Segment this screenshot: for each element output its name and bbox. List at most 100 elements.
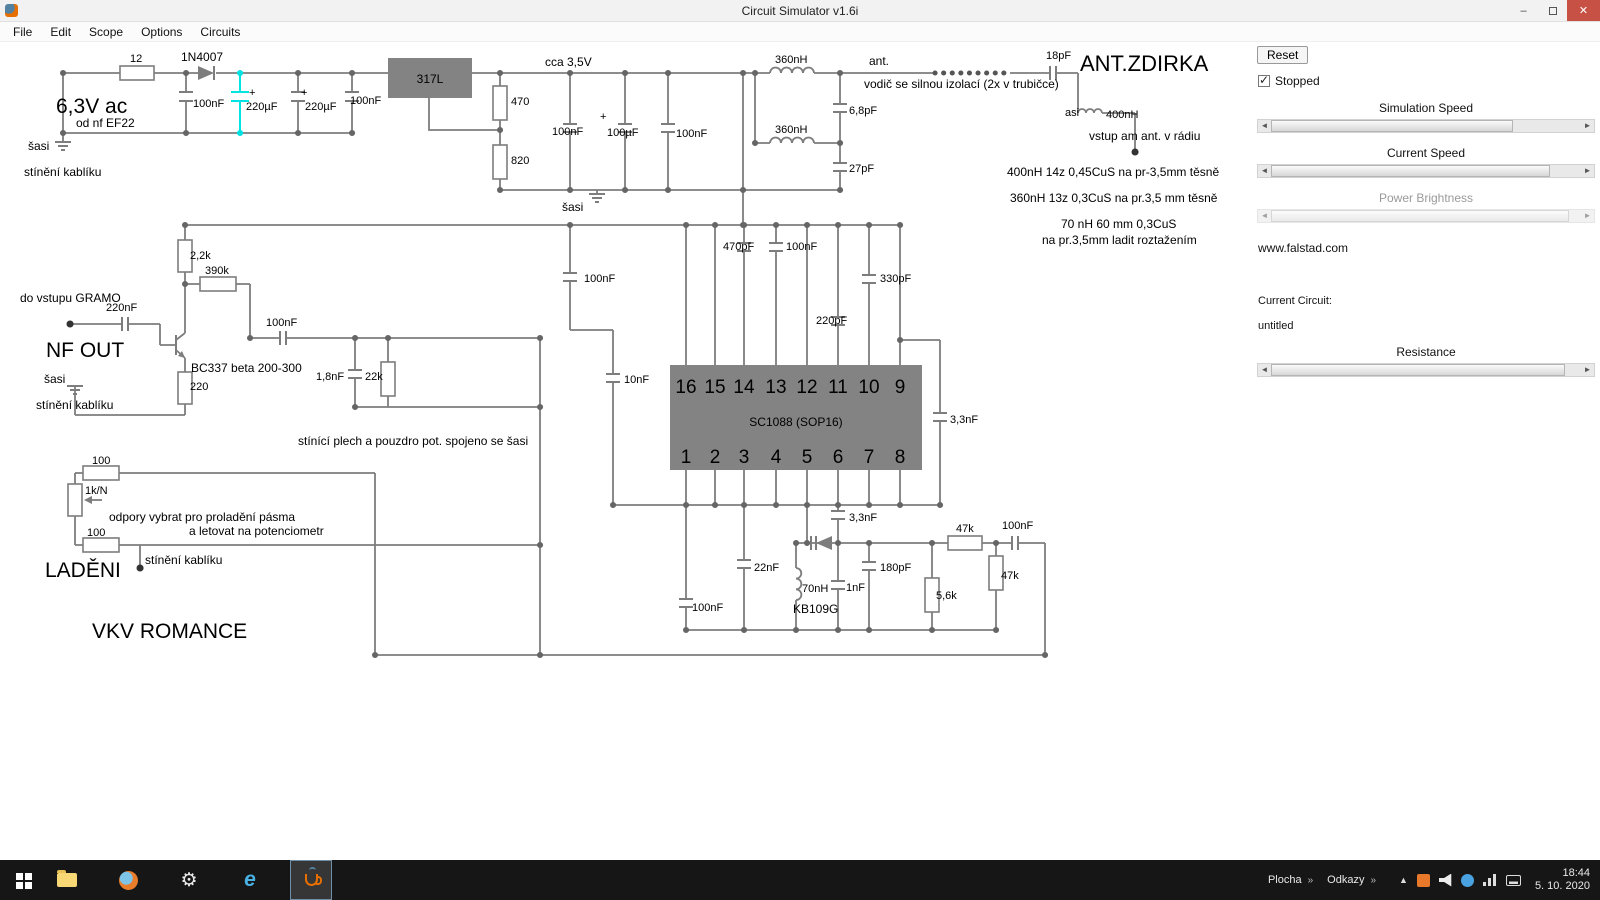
circuit-label: 360nH — [775, 124, 807, 136]
circuit-wires — [62, 72, 1136, 656]
ic-sc1088[interactable] — [670, 365, 922, 470]
slider-right-arrow-icon[interactable]: ► — [1583, 166, 1592, 175]
slider-left-arrow-icon[interactable]: ◄ — [1260, 365, 1269, 374]
circuit-label: 100nF — [676, 128, 707, 140]
inductor-400nH — [1077, 108, 1103, 114]
taskbar-clock[interactable]: 18:44 5. 10. 2020 — [1535, 867, 1590, 893]
circuit-label: 47k — [956, 523, 974, 535]
current-speed-slider[interactable]: ◄ ► — [1257, 164, 1595, 178]
windows-logo-icon — [15, 872, 23, 880]
resistance-slider[interactable]: ◄ ► — [1257, 363, 1595, 377]
circuit-label: 14 — [733, 377, 755, 398]
circuit-label: + — [600, 111, 606, 123]
java-app-taskbar-button[interactable] — [290, 860, 332, 900]
system-tray: ▲ — [1390, 873, 1521, 887]
circuit-label: 27pF — [849, 163, 874, 175]
circuit-label: 220µF — [246, 101, 278, 113]
circuit-label: 70nH — [802, 583, 828, 595]
circuit-label: 5 — [802, 447, 813, 468]
show-hidden-icon[interactable]: ▲ — [1399, 875, 1408, 885]
circuit-label: vodič se silnou izolací (2x v trubičce) — [864, 77, 1059, 91]
capacitor-plates — [121, 66, 1057, 608]
keyboard-icon[interactable] — [1505, 874, 1521, 886]
slider-right-arrow-icon[interactable]: ► — [1583, 365, 1592, 374]
inductor-360nH-bottom — [769, 136, 815, 144]
circuit-label: 22k — [365, 371, 383, 383]
circuit-label: 180pF — [880, 562, 911, 574]
circuit-label: 220µF — [305, 101, 337, 113]
circuit-label: 5,6k — [936, 590, 957, 602]
menu-item-file[interactable]: File — [13, 24, 33, 39]
slider-right-arrow-icon[interactable]: ► — [1583, 121, 1592, 130]
clock-date: 5. 10. 2020 — [1534, 880, 1590, 892]
circuit-label: 3 — [739, 447, 750, 468]
circuit-label: 100µF — [607, 127, 639, 139]
circuit-label: 6 — [833, 447, 844, 468]
menu-item-edit[interactable]: Edit — [50, 24, 72, 39]
circuit-label: 220 — [190, 381, 208, 393]
start-button[interactable] — [0, 860, 46, 900]
circuit-label: 12 — [796, 377, 817, 398]
circuit-label: 470 — [511, 96, 529, 108]
circuit-label: 100nF — [1002, 520, 1033, 532]
regulator-317L[interactable] — [388, 58, 472, 98]
toolbar-plocha[interactable]: Plocha » — [1268, 874, 1313, 886]
slider-left-arrow-icon[interactable]: ◄ — [1260, 166, 1269, 175]
circuit-label: 820 — [511, 155, 529, 167]
menu-item-circuits[interactable]: Circuits — [200, 24, 241, 39]
slider-thumb[interactable] — [1271, 364, 1566, 376]
simulation-speed-slider[interactable]: ◄ ► — [1257, 119, 1595, 133]
slider-left-arrow-icon: ◄ — [1260, 211, 1269, 220]
menu-item-scope[interactable]: Scope — [89, 24, 124, 39]
current-circuit-value: untitled — [1258, 320, 1294, 332]
circuit-label: 390k — [205, 265, 229, 277]
circuit-label: SC1088 (SOP16) — [749, 415, 842, 429]
menu-item-options[interactable]: Options — [141, 24, 183, 39]
close-button[interactable]: ✕ — [1567, 0, 1600, 21]
slider-thumb[interactable] — [1271, 120, 1513, 132]
circuit-label: + — [301, 87, 307, 99]
internet-explorer-icon: e — [244, 868, 256, 891]
file-explorer-taskbar-button[interactable] — [46, 860, 88, 900]
reset-button[interactable]: Reset — [1257, 46, 1309, 64]
settings-taskbar-button[interactable]: ⚙ — [168, 860, 210, 900]
circuit-label: 2,2k — [190, 250, 211, 262]
circuit-label: 10 — [858, 377, 879, 398]
ground-symbol — [67, 385, 83, 395]
volume-icon[interactable] — [1438, 873, 1452, 887]
diode-1N4007 — [198, 66, 215, 80]
circuit-label: 10nF — [624, 374, 649, 386]
circuit-label: stínění kablíku — [24, 165, 101, 179]
signal-icon[interactable] — [1482, 874, 1497, 886]
chevron-icon[interactable]: » — [1370, 874, 1377, 886]
slider-thumb[interactable] — [1271, 165, 1550, 177]
restore-button[interactable] — [1538, 0, 1567, 21]
java-icon — [5, 4, 18, 17]
circuit-label: 8 — [895, 447, 906, 468]
circuit-label: 1,8nF — [316, 371, 344, 383]
circuit-label: VKV ROMANCE — [92, 620, 247, 643]
selected-capacitor[interactable] — [231, 73, 249, 133]
window-titlebar[interactable]: Circuit Simulator v1.6i – ✕ — [0, 0, 1600, 22]
circuit-label: 13 — [765, 377, 786, 398]
slider-left-arrow-icon[interactable]: ◄ — [1260, 121, 1269, 130]
circuit-label: ANT.ZDIRKA — [1080, 51, 1209, 76]
app-orange-icon[interactable] — [1416, 873, 1430, 887]
network-icon[interactable] — [1460, 873, 1474, 887]
minimize-button[interactable]: – — [1520, 4, 1527, 17]
stopped-checkbox[interactable] — [1258, 73, 1270, 87]
internet-explorer-taskbar-button[interactable]: e — [229, 860, 271, 900]
circuit-label: 1k/N — [85, 485, 108, 497]
toolbar-odkazy[interactable]: Odkazy » — [1327, 874, 1376, 886]
circuit-label: 100nF — [786, 241, 817, 253]
circuit-label: šasi — [28, 139, 49, 153]
firefox-taskbar-button[interactable] — [107, 860, 149, 900]
circuit-label: 400nH 14z 0,45CuS na pr-3,5mm těsně — [1007, 165, 1219, 179]
circuit-label: 3,3nF — [950, 414, 978, 426]
ground-symbol — [55, 141, 71, 151]
circuit-label: 7 — [864, 447, 875, 468]
circuit-label: 360nH 13z 0,3CuS na pr.3,5 mm těsně — [1010, 191, 1218, 205]
chevron-icon[interactable]: » — [1307, 874, 1314, 886]
